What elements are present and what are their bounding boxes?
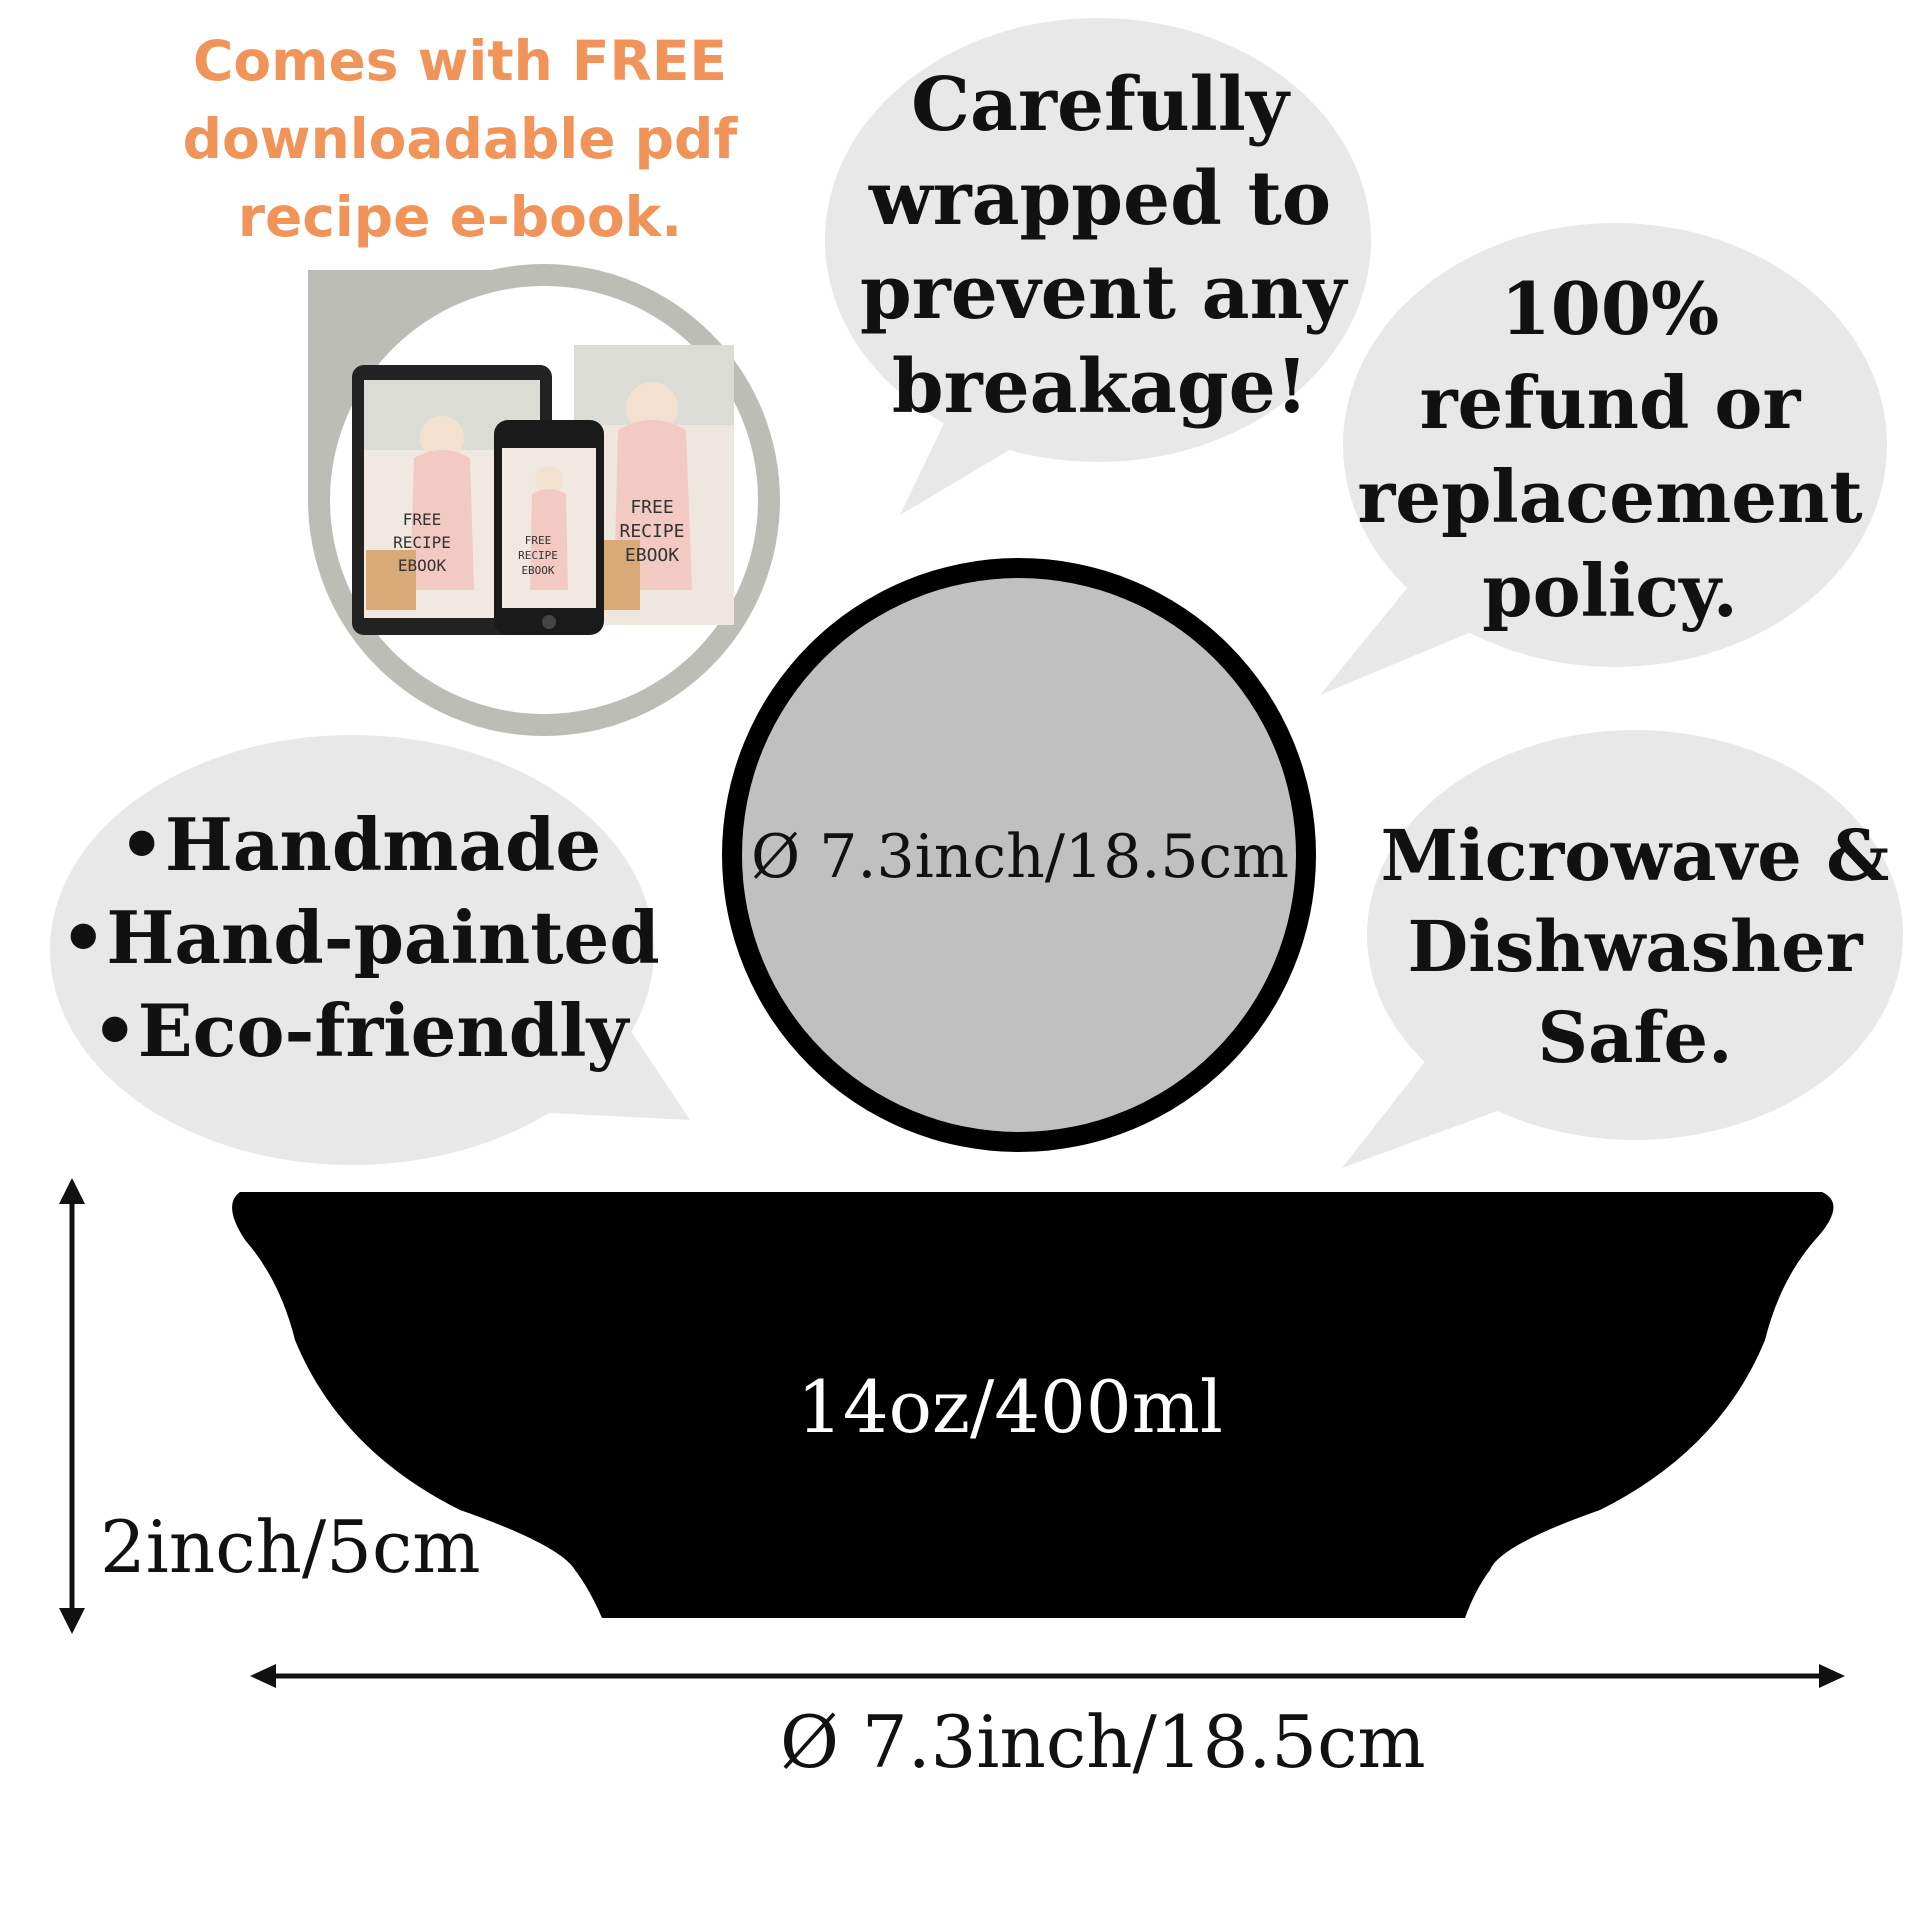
- bubble-line: •Handmade: [118, 802, 602, 887]
- ebook-devices-image: FREE RECIPE EBOOK FREE RECIPE EBOOK FREE…: [352, 345, 734, 635]
- bubble-line: 100%: [1500, 266, 1720, 351]
- bubble-line: wrapped to: [868, 156, 1332, 242]
- speech-bubble-microwave: [1342, 730, 1903, 1168]
- ebook-phone: FREE RECIPE EBOOK: [494, 420, 604, 635]
- book-text-line: FREE: [630, 497, 673, 518]
- bubble-line: prevent any: [860, 250, 1347, 336]
- promo-line: downloadable pdf: [182, 107, 738, 171]
- tablet-text-line: EBOOK: [398, 556, 447, 575]
- phone-text-line: RECIPE: [518, 549, 558, 562]
- bubble-line: Dishwasher: [1407, 905, 1863, 988]
- tablet-text-line: FREE: [403, 510, 442, 529]
- book-text-line: RECIPE: [619, 521, 684, 542]
- wrapped-bubble-text: Carefully wrapped to prevent any breakag…: [860, 58, 1347, 434]
- bubble-line: •Hand-painted: [60, 895, 660, 980]
- phone-text-line: EBOOK: [521, 564, 554, 577]
- bubble-line: Carefully: [911, 62, 1289, 148]
- speech-bubble-refund: [1320, 223, 1887, 695]
- tablet-text-line: RECIPE: [393, 533, 451, 552]
- promo-line: recipe e-book.: [237, 185, 683, 249]
- bubble-line: Safe.: [1537, 996, 1733, 1079]
- width-label: Ø 7.3inch/18.5cm: [780, 1700, 1426, 1784]
- phone-text-line: FREE: [525, 534, 552, 547]
- speech-bubble-wrapped: [825, 18, 1371, 515]
- height-label: 2inch/5cm: [100, 1505, 481, 1589]
- features-bubble-text: •Handmade •Hand-painted •Eco-friendly: [60, 798, 660, 1077]
- height-arrow: [59, 1178, 85, 1634]
- bubble-line: •Eco-friendly: [91, 988, 629, 1073]
- bubble-line: breakage!: [891, 344, 1309, 430]
- width-arrow: [250, 1664, 1845, 1688]
- bubble-line: Microwave &: [1380, 814, 1890, 897]
- bubble-line: refund or: [1419, 360, 1801, 445]
- promo-line: Comes with FREE: [193, 29, 727, 93]
- ebook-promo-text: Comes with FREE downloadable pdf recipe …: [150, 22, 770, 256]
- book-text-line: EBOOK: [625, 545, 679, 566]
- microwave-bubble-text: Microwave & Dishwasher Safe.: [1375, 810, 1895, 1083]
- bubble-line: policy.: [1482, 548, 1738, 633]
- refund-bubble-text: 100% refund or replacement policy.: [1350, 262, 1870, 638]
- bowl-top-view: [722, 558, 1316, 1152]
- speech-bubble-features: [50, 735, 690, 1165]
- bowl-side-silhouette: [232, 1192, 1834, 1618]
- bubble-line: replacement: [1357, 454, 1863, 539]
- volume-label: 14oz/400ml: [797, 1365, 1223, 1449]
- top-diameter-label: Ø 7.3inch/18.5cm: [750, 822, 1290, 892]
